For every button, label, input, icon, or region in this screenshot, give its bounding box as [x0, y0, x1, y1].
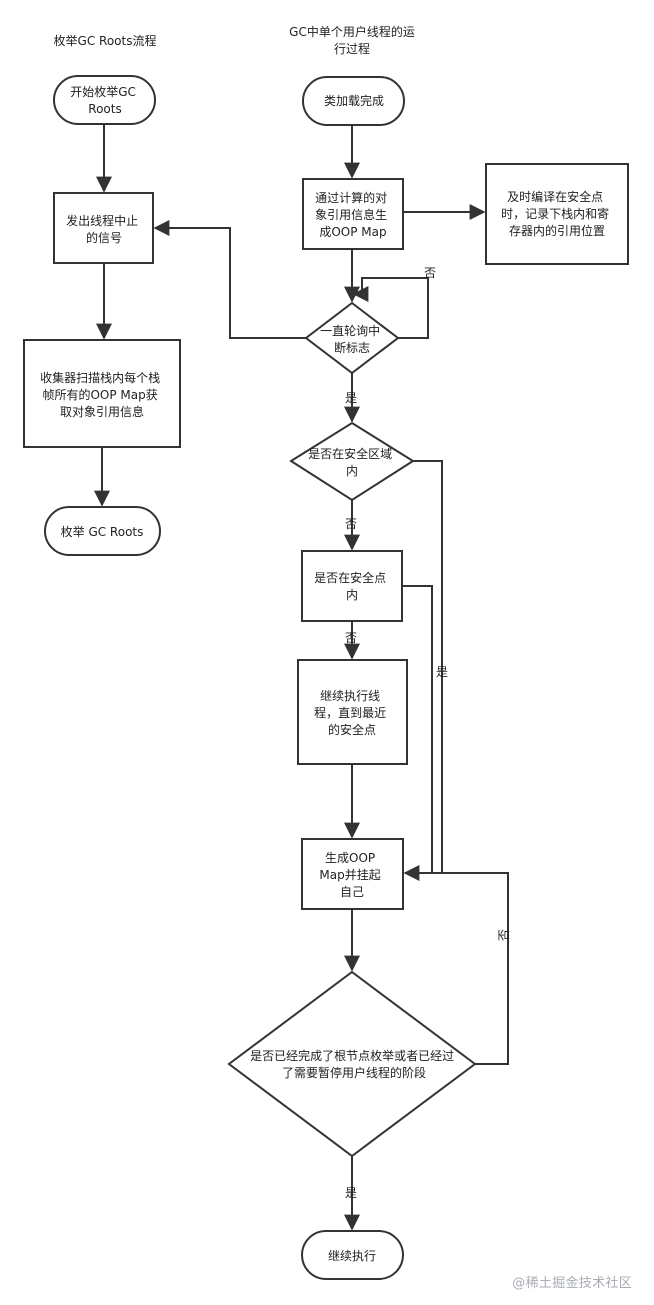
edge-done-no-loop	[403, 865, 509, 1065]
node-in-safe-point-text: 是否在安全点 内	[314, 570, 390, 602]
node-in-safe-point	[301, 550, 403, 622]
right-flow-title-line2: 行过程	[333, 42, 370, 56]
node-gen-oop-suspend	[301, 838, 404, 910]
right-flow-title-line1: GC中单个用户线程的运	[289, 25, 415, 39]
node-scan-stack-frames	[23, 339, 181, 448]
node-enum-roots-end-text: 枚举 GC Roots	[61, 524, 144, 539]
watermark: @稀土掘金技术社区	[512, 1276, 632, 1291]
node-root-enum-done-check	[227, 970, 477, 1158]
node-send-stop-signal	[53, 192, 154, 264]
node-class-loaded	[302, 76, 405, 126]
node-continue-to-safepoint-text: 继续执行线 程，直到最近 的安全点	[314, 689, 390, 737]
node-continue-to-safepoint	[297, 659, 408, 765]
label-region-yes: 是	[436, 665, 448, 679]
node-in-safe-region-text: 是否在安全区域 内	[308, 446, 396, 478]
node-continue-execution	[301, 1230, 404, 1280]
node-gen-oop-suspend-text: 生成OOP Map并挂起 自己	[319, 851, 384, 899]
node-start-enum-roots	[53, 75, 156, 125]
label-poll-no: 否	[424, 266, 436, 280]
node-scan-stack-frames-text: 收集器扫描栈内每个栈 帧所有的OOP Map获 取对象引用信息	[40, 370, 164, 419]
node-continue-execution-text: 继续执行	[328, 1249, 376, 1263]
label-region-no: 否	[345, 517, 357, 531]
edge-region-yes	[413, 460, 443, 872]
node-jit-record-refs-text: 及时编译在安全点 时，记录下栈内和寄 存器内的引用位置	[501, 189, 613, 238]
left-flow-title-text: 枚举GC Roots流程	[53, 34, 157, 48]
label-poll-yes: 是	[345, 391, 357, 405]
node-jit-record-refs	[485, 163, 629, 265]
label-done-yes: 是	[345, 1186, 357, 1200]
node-compute-oop-map	[302, 178, 404, 250]
label-point-no: 否	[345, 631, 357, 645]
edge-poll-to-signal	[153, 220, 306, 339]
right-flow-title: GC中单个用户线程的运 行过程	[272, 24, 432, 58]
node-class-loaded-text: 类加载完成	[324, 93, 384, 108]
label-done-no: 否	[497, 929, 511, 941]
edge-point-yes	[402, 585, 433, 872]
node-send-stop-signal-text: 发出线程中止 的信号	[66, 213, 142, 245]
node-in-safe-region	[289, 421, 415, 502]
edge-poll-no-loop	[352, 277, 429, 339]
left-flow-title: 枚举GC Roots流程	[40, 33, 170, 50]
node-enum-roots-end	[44, 506, 161, 556]
node-compute-oop-map-text: 通过计算的对 象引用信息生 成OOP Map	[315, 190, 391, 239]
node-poll-interrupt-flag-text: 一直轮询中 断标志	[320, 323, 384, 355]
node-poll-interrupt-flag	[304, 301, 400, 375]
node-root-enum-done-check-text: 是否已经完成了根节点枚举或者已经过 了需要暂停用户线程的阶段	[250, 1048, 458, 1080]
node-start-enum-roots-text: 开始枚举GC Roots	[70, 84, 140, 116]
